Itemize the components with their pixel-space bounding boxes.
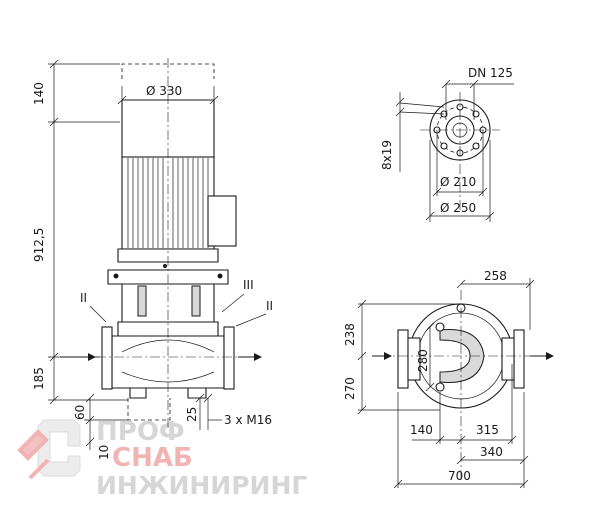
flange-view: DN 125 8x19 Ø 210 Ø 250 (380, 66, 514, 222)
dim-top-width: 258 (484, 269, 507, 283)
terminal-box (207, 195, 237, 247)
top-inlet-flange (397, 329, 409, 389)
watermark-logo-accent-icon (17, 429, 50, 480)
bolt-right (217, 273, 223, 279)
marker-right-a: III (243, 278, 254, 292)
port-b (435, 382, 445, 392)
bolt-center (163, 264, 167, 268)
dim-foot-offset: 10 (97, 445, 111, 460)
inlet-neck (407, 337, 421, 381)
pump-casing (111, 335, 225, 389)
inlet-flange (101, 326, 113, 390)
motor-diameter-dimension (117, 86, 219, 105)
motor-flange (117, 248, 219, 263)
dim-flange-od: Ø 250 (440, 201, 476, 215)
top-view: 258 238 270 280 (60, 269, 554, 489)
top-outlet-flange (513, 329, 525, 389)
dim-offset-c: 340 (480, 445, 503, 459)
dim-motor-diameter: Ø 330 (146, 84, 182, 98)
dim-offset-a: 140 (410, 423, 433, 437)
inner-dimension (425, 322, 435, 392)
outlet-neck (501, 337, 515, 381)
dim-upper-depth: 238 (343, 323, 357, 346)
dim-offset-b: 315 (476, 423, 499, 437)
dn-dimension (441, 79, 514, 120)
dim-lower-depth: 270 (343, 377, 357, 400)
dim-foot-width: 25 (185, 407, 199, 422)
watermark-line3: ИНЖИНИРИНГ (96, 471, 307, 500)
lantern-window-right (191, 285, 201, 317)
length-dimensions (393, 364, 529, 489)
port-a (435, 322, 445, 332)
watermark-logo-icon (37, 419, 81, 477)
marker-left-leader (89, 305, 107, 323)
holes-dimension (395, 92, 445, 172)
outlet-arrowhead-icon (546, 352, 554, 360)
marker-left: II (80, 291, 87, 305)
volute-shape (439, 329, 485, 383)
dim-bolts: 3 x M16 (224, 413, 272, 427)
marker-right-b-leader (235, 313, 267, 327)
motor-lift-outline (121, 63, 215, 79)
depth-dimensions (357, 299, 461, 415)
foot-left (129, 387, 147, 399)
side-view: II III II 140 912,5 185 Ø 330 (32, 58, 273, 460)
foot-right (187, 387, 207, 399)
dim-overall-length: 700 (448, 469, 471, 483)
watermark: ПРОФ СНАБ ИНЖИНИРИНГ (17, 417, 307, 500)
dim-motor-height: 140 (32, 82, 46, 105)
side-inlet-arrowhead-icon (88, 353, 96, 361)
marker-right-b: II (266, 299, 273, 313)
dim-inner: 280 (416, 349, 430, 372)
dim-foot-height: 60 (73, 405, 87, 420)
width-dimension (456, 278, 535, 330)
bolt-left (113, 273, 119, 279)
side-outlet-arrowhead-icon (254, 353, 262, 361)
outlet-flange (223, 326, 235, 390)
marker-right-a-leader (221, 293, 245, 313)
lantern-window-left (137, 285, 147, 317)
od-dimension (425, 140, 495, 222)
pcd-dimension (432, 130, 488, 197)
watermark-line2: СНАБ (112, 443, 193, 473)
dim-flange-pcd: Ø 210 (440, 175, 476, 189)
dim-flange-dn: DN 125 (468, 66, 513, 80)
watermark-line1: ПРОФ (96, 417, 185, 447)
base-support (127, 398, 171, 421)
foot-dimensions (84, 393, 222, 450)
dim-base-height: 185 (32, 367, 46, 390)
dim-overall-height: 912,5 (32, 228, 46, 262)
dim-flange-holes: 8x19 (380, 140, 394, 170)
